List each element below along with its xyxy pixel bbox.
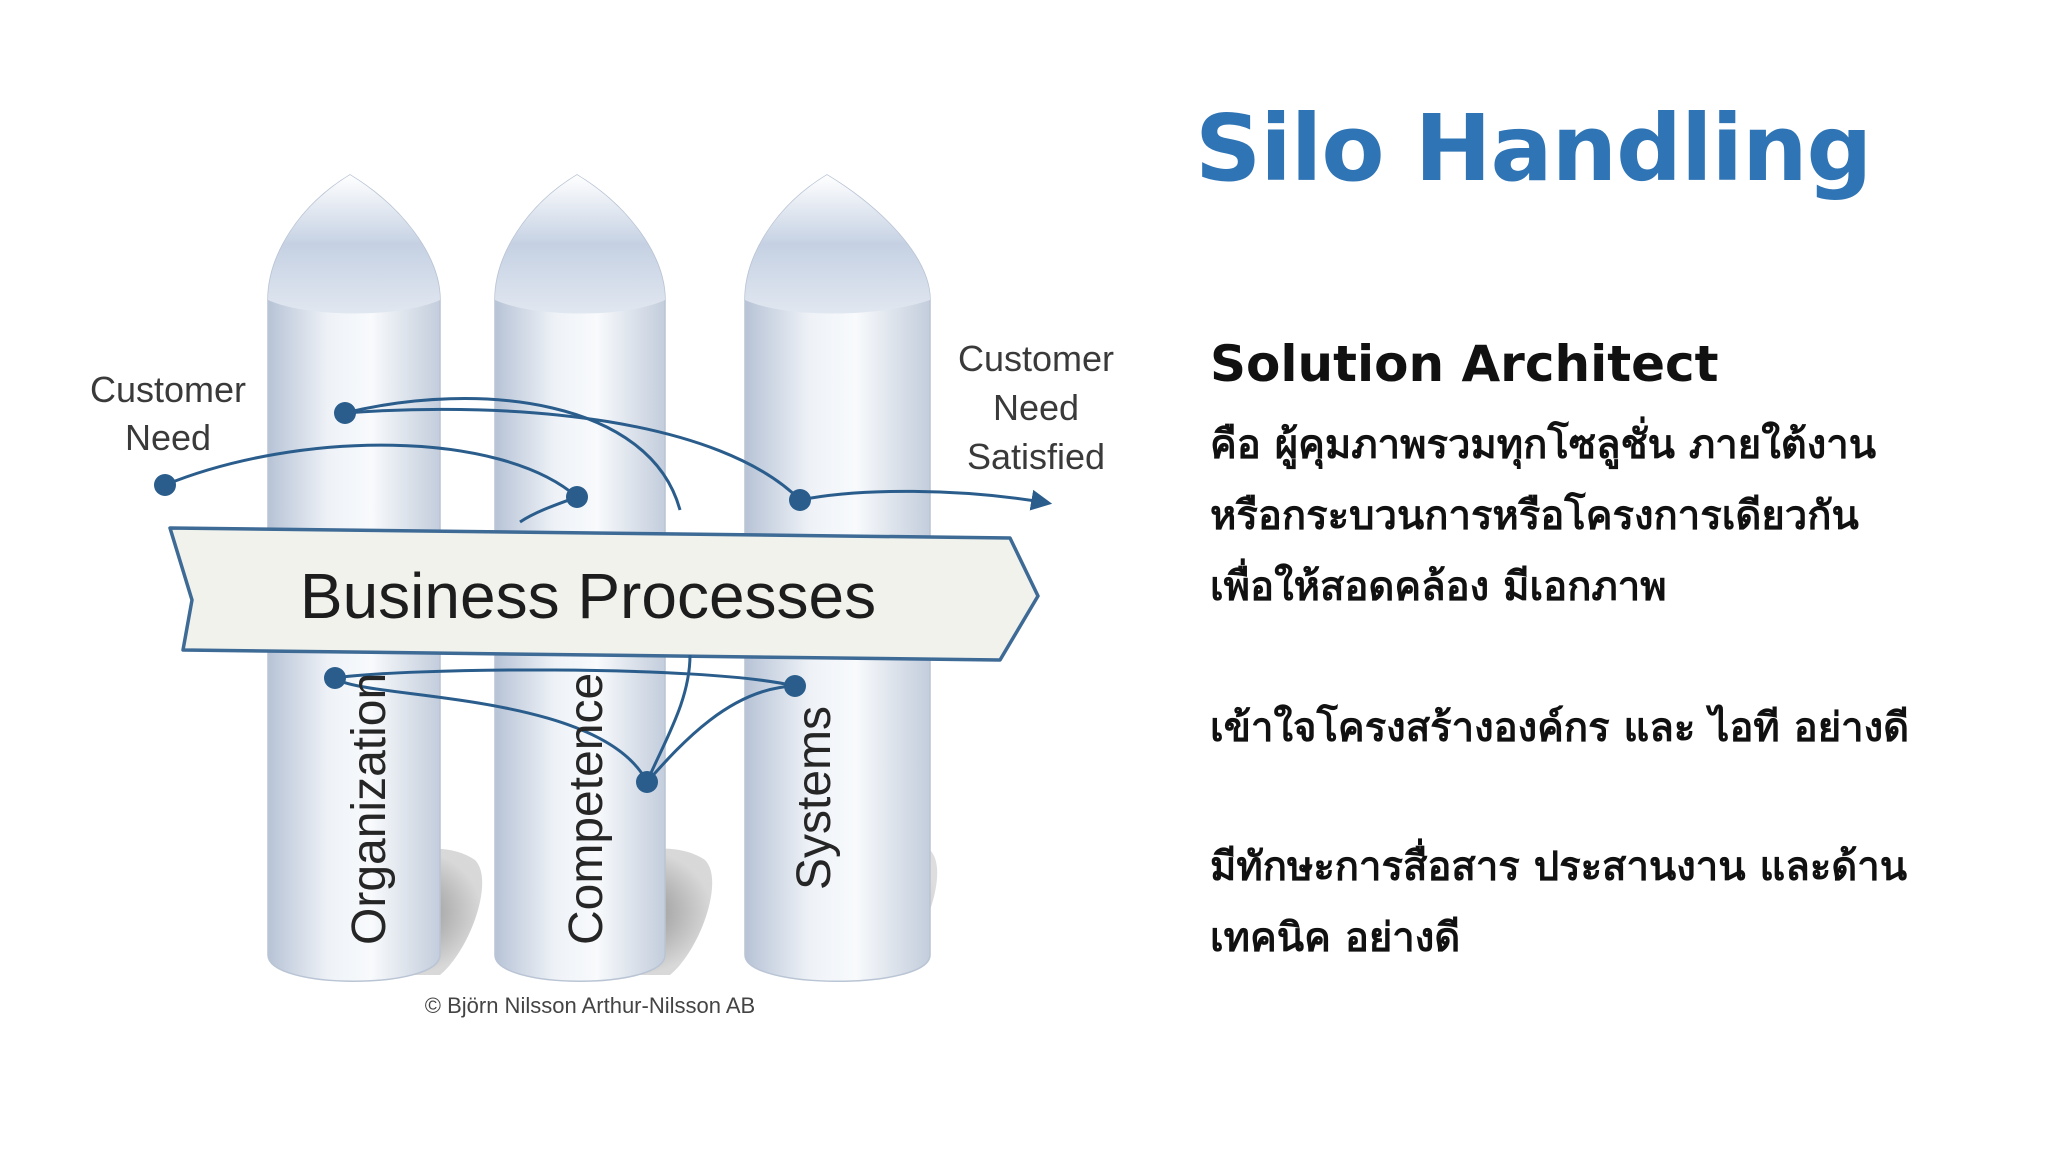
node-competence-bottom [636, 771, 658, 793]
node-organization-bottom [324, 667, 346, 689]
label-customer-need-line1: Customer [90, 369, 246, 410]
lower-flow-nodes [324, 667, 806, 793]
page-title: Silo Handling [1195, 95, 1872, 202]
definition-line-3: เพื่อให้สอดคล้อง มีเอกภาพ [1210, 564, 1667, 610]
solution-definition: คือ ผู้คุมภาพรวมทุกโซลูชั่น ภายใต้งาน หร… [1210, 410, 1876, 623]
solution-point-structure: เข้าใจโครงสร้างองค์กร และ ไอที อย่างดี [1210, 693, 1909, 764]
label-need-satisfied-line3: Satisfied [967, 436, 1105, 477]
solution-heading: Solution Architect [1210, 335, 1719, 393]
definition-line-1: คือ ผู้คุมภาพรวมทุกโซลูชั่น ภายใต้งาน [1210, 422, 1877, 468]
solution-point-communication: มีทักษะการสื่อสาร ประสานงาน และด้าน เทคน… [1210, 832, 1907, 974]
node-organization-top [334, 402, 356, 424]
silo-label-organization: Organization [343, 673, 396, 945]
banner-label: Business Processes [300, 560, 876, 632]
communication-line-2: เทคนิค อย่างดี [1210, 915, 1461, 961]
label-need-satisfied-line2: Need [993, 387, 1079, 428]
label-customer-need-line2: Need [125, 417, 211, 458]
node-systems-top [789, 489, 811, 511]
node-competence-top [566, 486, 588, 508]
silo-diagram: Business Processes Organization Competen… [90, 174, 1114, 1018]
node-customer-need [154, 474, 176, 496]
communication-line-1: มีทักษะการสื่อสาร ประสานงาน และด้าน [1210, 844, 1908, 890]
label-need-satisfied-line1: Customer [958, 338, 1114, 379]
upper-flow-nodes [154, 402, 811, 511]
lower-flow-arrows [334, 654, 796, 783]
business-processes-banner: Business Processes [168, 526, 1040, 662]
copyright-text: © Björn Nilsson Arthur-Nilsson AB [425, 993, 755, 1018]
silo-label-competence: Competence [560, 673, 613, 945]
silo-label-systems: Systems [788, 706, 841, 890]
definition-line-2: หรือกระบวนการหรือโครงการเดียวกัน [1210, 493, 1859, 539]
structure-line-1: เข้าใจโครงสร้างองค์กร และ ไอที อย่างดี [1210, 705, 1910, 751]
node-systems-bottom [784, 675, 806, 697]
